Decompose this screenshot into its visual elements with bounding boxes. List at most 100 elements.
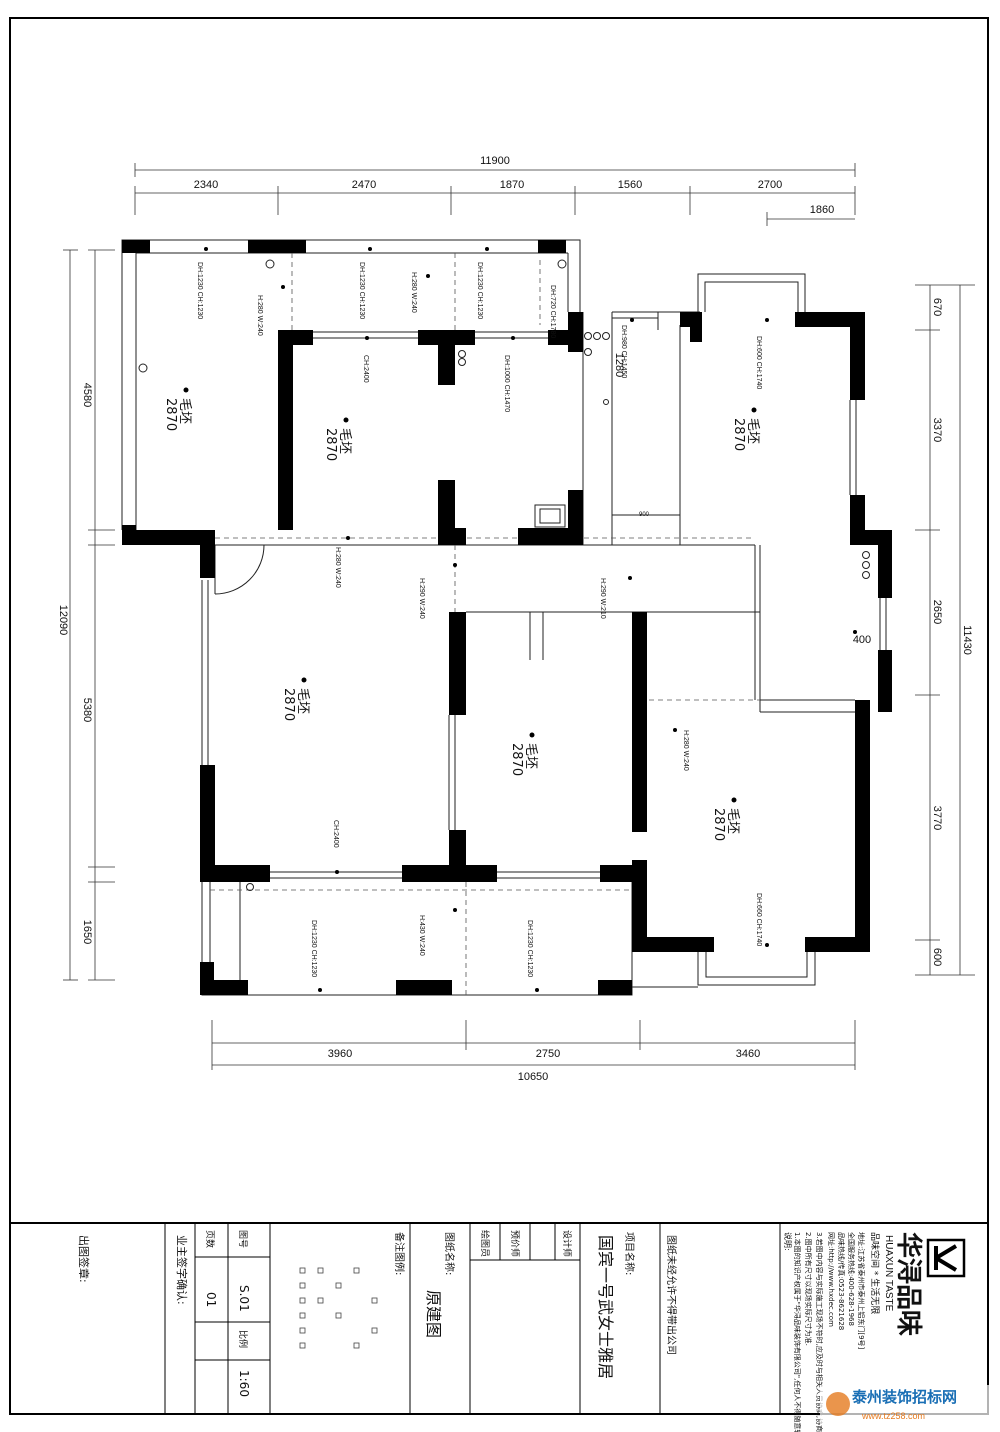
page-no: 01 <box>204 1292 218 1307</box>
brand-phone: 品味热线/传真:0523-8621628 <box>837 1232 846 1330</box>
drawing-no-label: 图号 <box>237 1230 248 1248</box>
dim-right-seg-4: 3770 <box>931 806 943 830</box>
dashed-lines <box>210 253 760 995</box>
owner-confirm-label: 业主签字确认: <box>175 1235 189 1305</box>
svg-text:www.tz258.com: www.tz258.com <box>861 1411 925 1421</box>
dim-top-seg-3: 1870 <box>500 179 524 191</box>
ann-ch2400-2: CH:2400 <box>332 820 339 848</box>
scale-value: 1:60 <box>237 1370 251 1397</box>
brand-logo-icon <box>926 1238 966 1278</box>
dim-top-extra: 1860 <box>810 204 834 216</box>
ann-dh720: DH:720 CH:1780 <box>549 285 556 338</box>
note-1: 1.本图的知识产权属于"华浔品味装饰有限公司",任何人不得随意转载抄袭. <box>793 1232 802 1432</box>
brand-en: HUAXUN TASTE <box>883 1235 894 1312</box>
note-3: 3.若图中内容与实际施工现场不符时,应及时与相关人员协商,协商后方可施工. <box>815 1232 824 1432</box>
dim-left-seg-3: 1650 <box>81 920 93 944</box>
legend-symbols <box>299 1267 378 1349</box>
page-label: 页数 <box>204 1230 216 1248</box>
room-label-4: 毛坯 2870 <box>281 677 310 721</box>
dim-bottom-total: 10650 <box>518 1071 549 1083</box>
ann-dh600: DH:600 CH:1740 <box>755 336 762 389</box>
note-2: 2.图中所有尺寸以现场实际尺寸为准. <box>804 1232 813 1346</box>
ann-ch2400-1: CH:2400 <box>362 355 369 383</box>
dim-bottom-seg-2: 2750 <box>536 1048 560 1060</box>
ann-h280-2: H:280 W:240 <box>410 272 417 313</box>
svg-text:2870: 2870 <box>163 398 178 431</box>
svg-text:2870: 2870 <box>323 428 338 461</box>
dim-left-total: 12090 <box>57 605 69 636</box>
ann-dh660: DH:660 CH:1740 <box>755 893 762 946</box>
svg-text:毛坯: 毛坯 <box>337 428 352 454</box>
dim-right-seg-5: 600 <box>931 948 943 966</box>
svg-text:泰州装饰招标网: 泰州装饰招标网 <box>851 1388 957 1406</box>
brand-hotline: 全国服务热线:400-628-1968 <box>847 1232 856 1326</box>
svg-text:毛坯: 毛坯 <box>177 398 192 424</box>
dim-top-seg-2: 2470 <box>352 179 376 191</box>
brand-address: 地址:江苏省泰州市泰州上铝东门[9号] <box>857 1232 866 1350</box>
dim-top-seg-4: 1560 <box>618 179 642 191</box>
brand-website: 网址:http://www.hxdec.com <box>827 1232 836 1327</box>
brand-cn: 华浔品味 <box>893 1232 924 1336</box>
svg-text:毛坯: 毛坯 <box>295 688 310 714</box>
project-label: 项目名称: <box>623 1232 636 1275</box>
ann-dh1000: DH:1000 CH:1470 <box>503 355 510 412</box>
brand-slogan: 品味空间 * 生活无限 <box>869 1232 881 1314</box>
dim-bottom-seg-1: 3960 <box>328 1048 352 1060</box>
room-label-3: 毛坯 2870 <box>731 407 760 451</box>
project-name: 国宾一号武女士雅居 <box>596 1235 615 1379</box>
dim-right-seg-3: 2650 <box>931 600 943 624</box>
svg-text:2870: 2870 <box>281 688 296 721</box>
svg-text:2870: 2870 <box>509 743 524 776</box>
dim-right-seg-1: 670 <box>931 298 943 316</box>
issue-sign-label: 出图签章: <box>77 1235 91 1283</box>
ann-dh1230-1: DH:1230 CH:1230 <box>196 262 203 319</box>
fixture-circles <box>138 259 870 891</box>
drawing-name: 原建图 <box>424 1290 443 1338</box>
ann-h280-3: H:280 W:240 <box>334 547 341 588</box>
scale-label: 比例 <box>237 1330 249 1348</box>
sheet-border <box>9 17 989 1415</box>
ann-h280-1: H:280 W:240 <box>256 295 263 336</box>
svg-text:2870: 2870 <box>731 418 746 451</box>
svg-text:毛坯: 毛坯 <box>523 743 538 769</box>
titleblock <box>164 1223 781 1414</box>
room-label-1: 毛坯 2870 <box>163 387 192 431</box>
dim-top-seg-1: 2340 <box>194 179 218 191</box>
svg-text:毛坯: 毛坯 <box>745 418 760 444</box>
ann-dh1230-5: DH:1230 CH:1230 <box>526 920 533 977</box>
room-label-5: 毛坯 2870 <box>509 732 538 776</box>
ann-dh980: DH:980 CH:1450 <box>620 325 627 378</box>
ann-h290-2: H:290 W:210 <box>599 578 606 619</box>
svg-text:2870: 2870 <box>711 808 726 841</box>
ann-h280-4: H:280 W:240 <box>682 730 689 771</box>
drawing-no: S.01 <box>237 1285 251 1312</box>
designer-label: 设计师 <box>561 1230 573 1257</box>
copyright-note: 图纸未经允许不得带出公司 <box>665 1235 678 1355</box>
watermark: 泰州装饰招标网 www.tz258.com <box>820 1385 990 1425</box>
dim-inner-400: 400 <box>853 634 871 646</box>
dim-left-seg-1: 4580 <box>81 383 93 407</box>
ann-h290-1: H:290 W:240 <box>418 578 425 619</box>
notes-title: 说明: <box>783 1232 793 1251</box>
reference-dots <box>204 247 857 992</box>
dim-left-seg-2: 5380 <box>81 698 93 722</box>
dim-right-total: 11430 <box>961 625 973 655</box>
dim-top-seg-5: 2700 <box>758 179 782 191</box>
dimension-lines <box>63 163 975 1070</box>
ann-dh1230-2: DH:1230 CH:1230 <box>358 262 365 319</box>
ann-h430: H:430 W:240 <box>418 915 425 956</box>
room-label-2: 毛坯 2870 <box>323 417 352 461</box>
ann-dh1230-3: DH:1230 CH:1230 <box>476 262 483 319</box>
drawing-name-label: 图纸名称: <box>443 1232 456 1275</box>
dim-top-total: 11900 <box>480 155 510 167</box>
svg-text:毛坯: 毛坯 <box>725 808 740 834</box>
drafter-label: 绘图员 <box>479 1230 491 1257</box>
legend-label: 备注图例: <box>393 1232 406 1275</box>
dim-right-seg-2: 3370 <box>931 418 943 442</box>
room-label-6: 毛坯 2870 <box>711 797 740 841</box>
walls <box>122 240 892 995</box>
ann-dh1230-4: DH:1230 CH:1230 <box>310 920 317 977</box>
budget-label: 预价师 <box>509 1230 521 1257</box>
dim-inner-1280: 1280 <box>613 353 625 377</box>
